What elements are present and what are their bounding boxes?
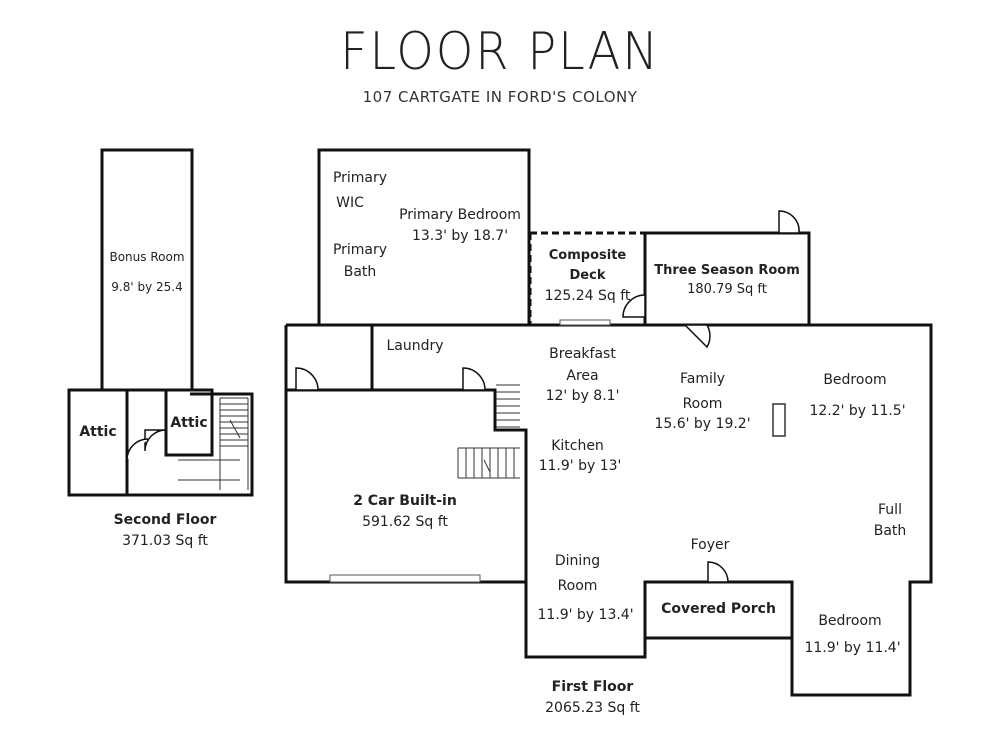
door-icon xyxy=(462,367,486,391)
second-floor-caption: Second Floor xyxy=(113,512,217,528)
bonus-room-wall xyxy=(100,148,194,392)
primary-bedroom-name: Primary Bedroom xyxy=(399,207,521,223)
primary-bedroom-dims: 13.3' by 18.7' xyxy=(411,228,509,244)
door-icon xyxy=(295,367,319,391)
attic-right-wall xyxy=(164,388,214,457)
breakfast-label-1: Breakfast xyxy=(549,346,616,362)
three-season-name: Three Season Room xyxy=(654,263,800,278)
bonus-room-dims: 9.8' by 25.4 xyxy=(111,280,183,294)
primary-wic-label-2: WIC xyxy=(336,195,364,211)
composite-deck-name-2: Deck xyxy=(569,268,606,283)
dining-dims: 11.9' by 13.4' xyxy=(537,607,634,623)
bedroom-b-dims: 11.9' by 11.4' xyxy=(804,640,901,656)
kitchen-name: Kitchen xyxy=(551,438,604,454)
composite-deck-name-1: Composite xyxy=(548,248,627,263)
garage-door-icon xyxy=(329,574,481,583)
door-icon xyxy=(144,429,167,452)
attic-right-label: Attic xyxy=(170,415,208,431)
bedroom-b-name: Bedroom xyxy=(818,613,882,629)
stairs-icon xyxy=(457,384,520,479)
full-bath-label-1: Full xyxy=(878,502,902,518)
dining-label-2: Room xyxy=(557,578,598,594)
door-icon xyxy=(683,324,711,349)
second-floor-area: 371.03 Sq ft xyxy=(122,533,208,549)
bonus-room-name: Bonus Room xyxy=(109,250,185,264)
composite-deck-area: 125.24 Sq ft xyxy=(544,288,631,304)
garage-area: 591.62 Sq ft xyxy=(362,514,448,530)
plan-subtitle: 107 CARTGATE IN FORD'S COLONY xyxy=(362,88,638,106)
sliding-door-icon xyxy=(559,319,611,326)
family-room-label-1: Family xyxy=(679,371,726,387)
door-icon xyxy=(126,438,149,461)
second-floor-lower-wall xyxy=(67,388,129,497)
door-icon xyxy=(622,294,646,318)
garage-name: 2 Car Built-in xyxy=(353,493,457,509)
breakfast-label-2: Area xyxy=(566,368,599,384)
covered-porch-label: Covered Porch xyxy=(661,601,776,617)
kitchen-dims: 11.9' by 13' xyxy=(538,458,622,474)
primary-wic-label-1: Primary xyxy=(332,170,388,186)
garage-wall xyxy=(284,388,528,584)
primary-bath-label-1: Primary xyxy=(332,242,388,258)
family-room-dims: 15.6' by 19.2' xyxy=(654,416,751,432)
family-room-label-2: Room xyxy=(682,396,723,412)
fireplace-icon xyxy=(772,403,786,437)
door-icon xyxy=(778,210,800,234)
laundry-label: Laundry xyxy=(386,338,444,354)
stairs-icon xyxy=(178,397,249,490)
second-floor-lower-wall-right xyxy=(127,392,254,497)
breakfast-dims: 12' by 8.1' xyxy=(545,388,620,404)
attic-left-label: Attic xyxy=(79,424,117,440)
door-icon xyxy=(707,561,729,583)
full-bath-label-2: Bath xyxy=(873,523,907,539)
three-season-area: 180.79 Sq ft xyxy=(687,282,767,297)
primary-bath-label-2: Bath xyxy=(343,264,377,280)
bedroom-a-name: Bedroom xyxy=(823,372,887,388)
laundry-wall xyxy=(284,323,374,392)
dining-label-1: Dining xyxy=(554,553,601,569)
plan-title: FLOOR PLAN xyxy=(340,22,660,82)
three-season-wall xyxy=(643,231,811,327)
bedroom-a-dims: 12.2' by 11.5' xyxy=(809,403,906,419)
foyer-label: Foyer xyxy=(690,537,730,553)
first-floor-caption: First Floor xyxy=(551,679,634,695)
first-floor-area: 2065.23 Sq ft xyxy=(545,700,640,716)
